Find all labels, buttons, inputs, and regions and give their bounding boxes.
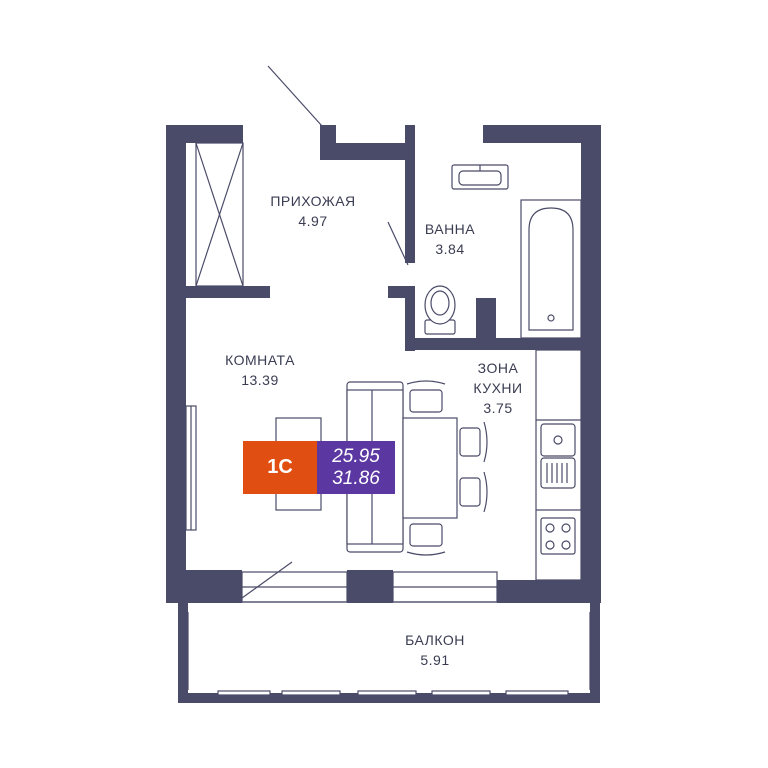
room-name: КУХНИ <box>473 380 523 396</box>
room-name: ПРИХОЖАЯ <box>270 193 356 209</box>
toilet-icon <box>424 285 456 335</box>
area-badge-bg <box>317 441 395 494</box>
door-swing-icon <box>267 65 409 266</box>
bathtub-icon <box>520 199 582 339</box>
room-label-balcony: БАЛКОН 5.91 <box>390 630 480 670</box>
room-name: ЗОНА <box>477 360 519 376</box>
type-badge-bg <box>243 441 317 494</box>
sink-icon <box>451 164 509 190</box>
apartment-area-badge: 25.95 31.86 <box>317 441 395 494</box>
room-label-hallway: ПРИХОЖАЯ 4.97 <box>258 191 368 231</box>
balcony-windows <box>187 612 591 696</box>
apartment-type-label: 1С <box>267 456 293 478</box>
apartment-type-badge: 1С <box>243 441 317 494</box>
window-icon <box>241 561 498 603</box>
room-name: ВАННА <box>424 221 476 237</box>
room-label-kitchen: ЗОНА КУХНИ 3.75 <box>458 358 538 418</box>
room-area: 3.84 <box>435 241 465 257</box>
room-area: 4.97 <box>298 213 328 229</box>
stove-icon <box>540 517 576 555</box>
side-window <box>185 405 197 531</box>
room-label-main: КОМНАТА 13.39 <box>210 350 310 390</box>
room-name: КОМНАТА <box>225 352 295 368</box>
total-area-value: 31.86 <box>332 467 380 489</box>
room-label-bath: ВАННА 3.84 <box>410 219 490 259</box>
kitchen-sink-icon <box>540 423 576 489</box>
table-icon <box>402 417 458 519</box>
room-area: 5.91 <box>420 652 450 668</box>
walls <box>166 125 601 703</box>
room-name: БАЛКОН <box>405 632 465 648</box>
living-area-value: 25.95 <box>332 445 380 467</box>
room-area: 3.75 <box>483 400 513 416</box>
wardrobe-icon <box>195 142 244 287</box>
chair-icon <box>406 380 488 556</box>
room-area: 13.39 <box>241 372 279 388</box>
